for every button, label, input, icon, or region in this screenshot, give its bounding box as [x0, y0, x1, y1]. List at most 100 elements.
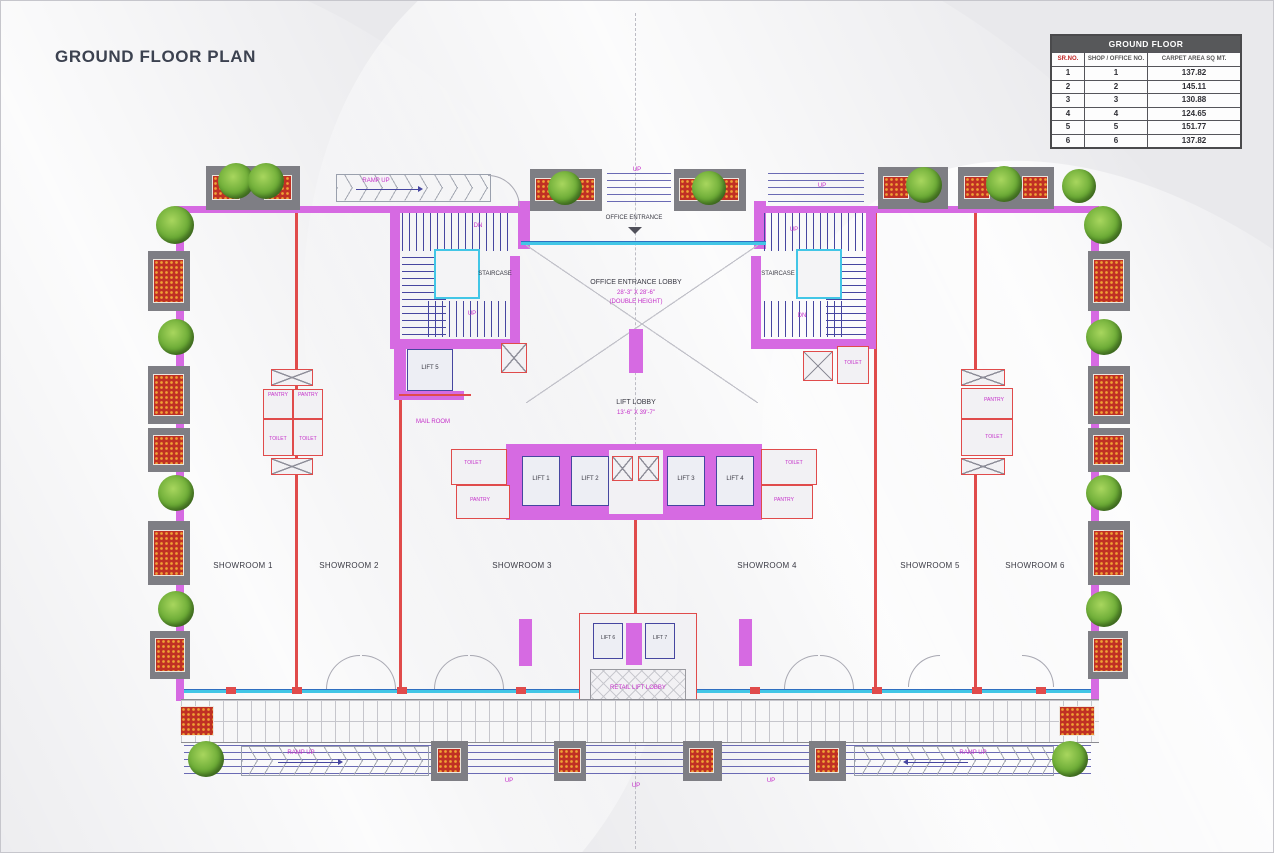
- door-arc: [488, 175, 520, 207]
- wall: [390, 206, 400, 349]
- toilet-label: TOILET: [785, 460, 803, 466]
- tree: [1086, 475, 1122, 511]
- lift3-label: LIFT 3: [677, 476, 695, 482]
- lift-car: [593, 623, 623, 659]
- mullion: [292, 687, 302, 694]
- duct-box: [803, 351, 833, 381]
- ramp-up-label: RAMP UP: [362, 178, 390, 184]
- lift-car: [522, 456, 560, 506]
- stair-flight: [428, 301, 508, 337]
- lift-car: [407, 349, 453, 391]
- wall: [751, 339, 876, 349]
- wall: [176, 206, 526, 213]
- pantry-label: PANTRY: [470, 497, 490, 503]
- duct-box: [961, 458, 1005, 475]
- duct-box: [271, 458, 313, 475]
- pantry-room: [961, 388, 1013, 419]
- wall: [510, 256, 520, 349]
- toilet-room: [837, 346, 869, 384]
- flower-bed: [1093, 530, 1124, 576]
- partition: [399, 394, 471, 396]
- mullion: [397, 687, 407, 694]
- duct-box: [271, 369, 313, 386]
- tree: [692, 171, 726, 205]
- table-title: GROUND FLOOR: [1050, 34, 1242, 53]
- showroom1-label: SHOWROOM 1: [213, 561, 273, 570]
- flower-bed: [1022, 176, 1048, 199]
- flower-bed: [558, 748, 581, 773]
- tree: [548, 171, 582, 205]
- pantry-room: [761, 485, 813, 519]
- pavement: [181, 699, 1099, 743]
- col-srno: SR.NO.: [1050, 52, 1085, 67]
- up-label: UP: [631, 783, 641, 789]
- pantry-room: [456, 485, 510, 519]
- cell: 137.82: [1147, 66, 1242, 81]
- tree: [1052, 741, 1088, 777]
- partition: [974, 474, 977, 691]
- cell: 6: [1084, 133, 1148, 149]
- office-entrance-lobby-label: OFFICE ENTRANCE LOBBY: [590, 279, 682, 286]
- lift-car: [716, 456, 754, 506]
- showroom5-label: SHOWROOM 5: [900, 561, 960, 570]
- door-arc: [784, 655, 818, 689]
- lift4-label: LIFT 4: [726, 476, 744, 482]
- pantry-label: PANTRY: [298, 392, 318, 398]
- tree: [248, 163, 284, 199]
- toilet-room: [961, 419, 1013, 456]
- staircase-label: STAIRCASE: [478, 271, 512, 277]
- duct-box: [961, 369, 1005, 386]
- lift2-label: LIFT 2: [581, 476, 599, 482]
- wall: [390, 339, 520, 349]
- page-title: GROUND FLOOR PLAN: [55, 47, 256, 66]
- up-label: UP: [632, 167, 642, 173]
- showroom2-label: SHOWROOM 2: [319, 561, 379, 570]
- pantry-label: PANTRY: [774, 497, 794, 503]
- pantry-label: PANTRY: [268, 392, 288, 398]
- flower-bed: [153, 374, 184, 416]
- up-label: UP: [766, 778, 776, 784]
- tree: [1086, 591, 1122, 627]
- steps: [586, 745, 683, 777]
- cell: 2: [1084, 79, 1148, 94]
- door-arc: [326, 655, 360, 689]
- duct-box: [612, 456, 633, 481]
- toilet-label: TOILET: [269, 436, 287, 442]
- up-label: UP: [467, 311, 477, 317]
- lift-car: [667, 456, 705, 506]
- mullion: [1036, 687, 1046, 694]
- arrow-left-icon: [903, 759, 908, 765]
- flower-bed: [883, 176, 909, 199]
- cell: 151.77: [1147, 120, 1242, 135]
- cell: 145.11: [1147, 79, 1242, 94]
- showroom4-label: SHOWROOM 4: [737, 561, 797, 570]
- tree: [906, 167, 942, 203]
- arrow-right-icon: [338, 759, 343, 765]
- pantry-room: [263, 389, 293, 419]
- wall-pier: [626, 623, 642, 665]
- cell: 4: [1084, 106, 1148, 121]
- mullion: [750, 687, 760, 694]
- toilet-label: TOILET: [299, 436, 317, 442]
- cell: 4: [1050, 106, 1085, 121]
- mullion: [972, 687, 982, 694]
- lift1-label: LIFT 1: [532, 476, 550, 482]
- wall: [866, 206, 876, 349]
- toilet-label: TOILET: [844, 360, 862, 366]
- tree: [158, 591, 194, 627]
- dn-label: DN: [473, 223, 483, 229]
- toilet-label: TOILET: [464, 460, 482, 466]
- ramp: [336, 174, 491, 202]
- wall-pier: [519, 619, 532, 666]
- flower-bed: [155, 638, 185, 672]
- office-entrance-label: OFFICE ENTRANCE: [605, 215, 663, 221]
- wall-column: [629, 329, 643, 373]
- double-height-note: (DOUBLE HEIGHT): [609, 299, 663, 305]
- flower-bed: [1093, 374, 1124, 416]
- ramp-arrow: [278, 762, 338, 763]
- flower-bed: [437, 748, 461, 773]
- entrance-arrow-icon: [628, 227, 642, 234]
- floor-plan: RAMP UP DN STAIRCASE UP UP STAIRCASE DN …: [148, 13, 1130, 849]
